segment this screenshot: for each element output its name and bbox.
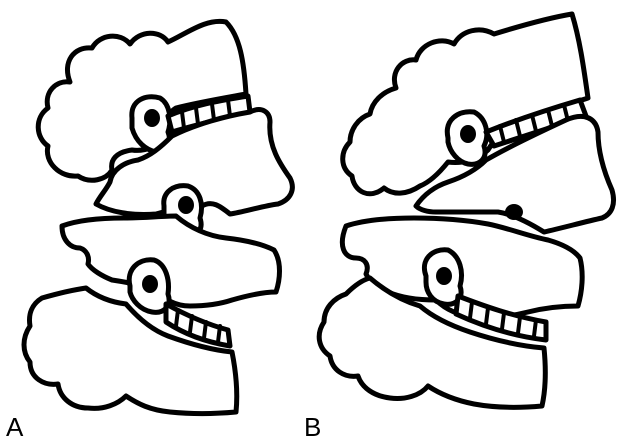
panel-label-b: B [304,412,321,439]
panel-a [24,21,292,413]
panel-b-lower-foramen-dot [436,267,452,285]
panel-a-middle-foramen-dot [178,196,194,214]
panel-label-a: A [6,412,24,439]
panel-b [319,14,613,407]
panel-a-upper-foramen-dot [144,109,160,127]
panel-b-middle-foramen-dot [505,204,523,220]
panel-a-lower-foramen-dot [142,275,158,293]
panel-b-upper-foramen-dot [460,125,476,143]
